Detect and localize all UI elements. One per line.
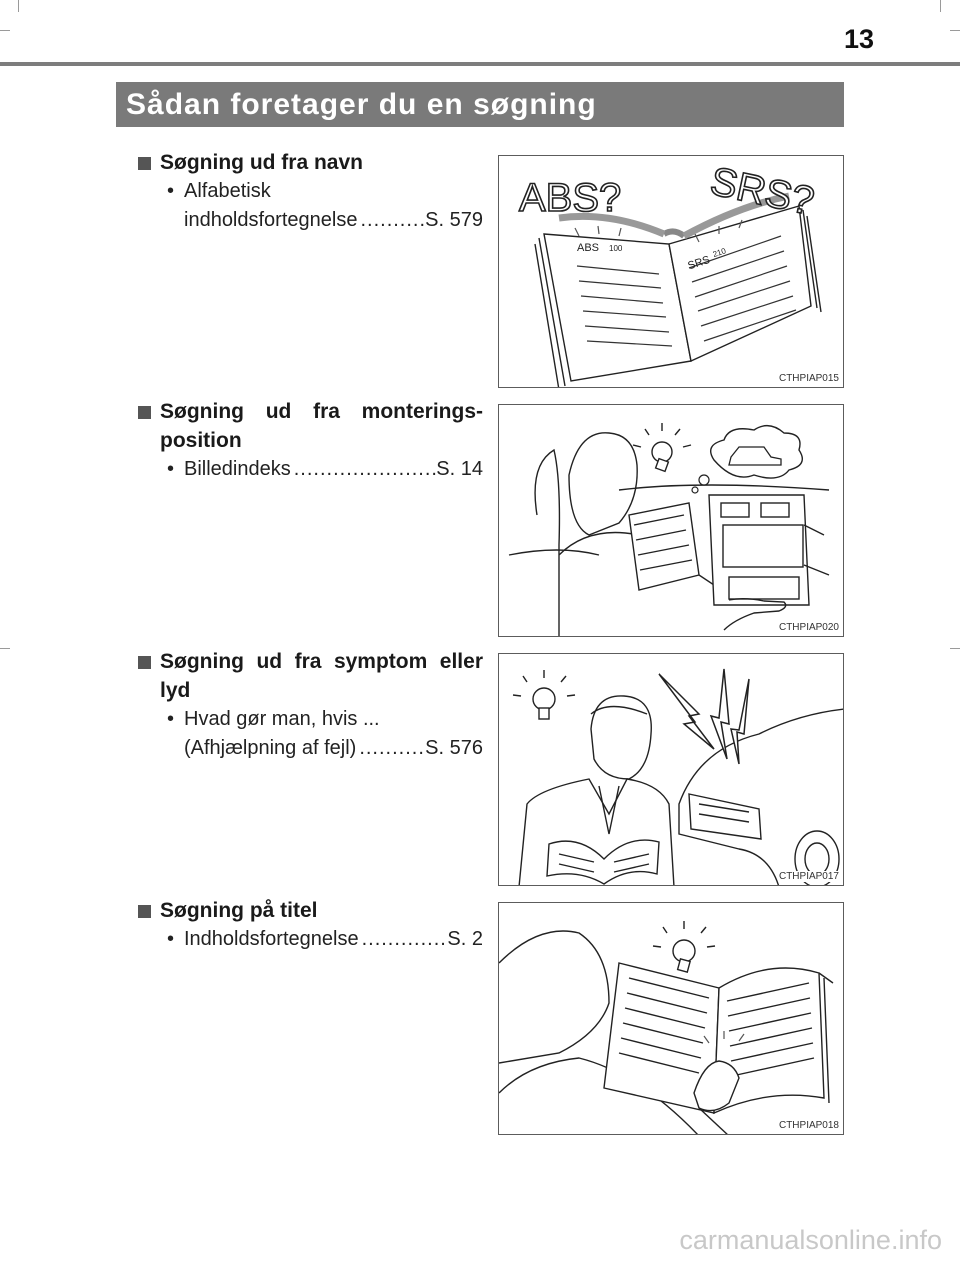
crop-mark [950, 30, 960, 31]
bullet-dot-icon: • [167, 458, 175, 480]
crop-mark [0, 30, 10, 31]
thought-bubble [691, 425, 803, 494]
bulb-icon [632, 423, 692, 473]
section-name-search: Søgning ud fra navn • Alfabetisk indhold… [138, 148, 483, 235]
car-icon [728, 446, 782, 466]
dot-leader [291, 455, 437, 484]
entry-text: Hvad gør man, hvis ... [184, 708, 380, 730]
section-heading: Søgning ud fra navn [138, 148, 483, 177]
entry-text: Indholdsfortegnelse [184, 928, 359, 950]
abs-label: ABS? [519, 176, 621, 220]
figure-code: CTHPIAP015 [778, 373, 839, 384]
bulb-icon [652, 921, 716, 973]
figure-code: CTHPIAP017 [778, 871, 839, 882]
index-entry: • Alfabetisk indholdsfortegnelse S. 579 [138, 177, 483, 235]
abs-page: 100 [609, 244, 623, 253]
entry-text: indholdsfortegnelse [184, 209, 358, 231]
figure-reading-manual: CTHPIAP018 [498, 902, 844, 1135]
page-number: 13 [843, 24, 874, 54]
entry-reference-line: Billedindeks S. 14 [184, 455, 483, 484]
crop-mark [940, 0, 941, 12]
square-bullet-icon [138, 157, 151, 170]
dot-leader [356, 734, 425, 763]
section-heading: Søgning på titel [138, 896, 483, 925]
highlight-rays [703, 1031, 745, 1044]
header-rule [0, 62, 960, 66]
symptom-illustration [512, 668, 843, 885]
crop-mark [0, 648, 10, 649]
entry-text: Billedindeks [184, 458, 291, 480]
index-entry: • Billedindeks S. 14 [138, 455, 483, 484]
section-symptom-search: Søgning ud fra symptom eller lyd • Hvad … [138, 647, 483, 763]
square-bullet-icon [138, 656, 151, 669]
section-title: Søgning på titel [160, 899, 318, 922]
figure-code: CTHPIAP020 [778, 622, 839, 633]
page-reference[interactable]: S. 579 [425, 209, 483, 231]
page-reference[interactable]: S. 14 [436, 458, 483, 480]
bullet-dot-icon: • [167, 180, 175, 202]
section-position-search: Søgning ud fra monterings- position • Bi… [138, 397, 483, 484]
section-heading: Søgning ud fra monterings- position [138, 397, 483, 455]
abs-entry: ABS [577, 242, 599, 254]
page-reference[interactable]: S. 2 [447, 928, 483, 950]
entry-reference-line: (Afhjælpning af fejl) S. 576 [184, 734, 483, 763]
dashboard-illustration [508, 423, 830, 636]
section-title: Søgning ud fra navn [160, 151, 363, 174]
section-title-search: Søgning på titel • Indholdsfortegnelse S… [138, 896, 483, 954]
lightning-icon [658, 668, 750, 765]
section-heading: Søgning ud fra symptom eller lyd [138, 647, 483, 705]
crop-mark [950, 648, 960, 649]
figure-open-manual: ABS? SRS? ABS 100 SRS 210 CTHPIAP015 [498, 155, 844, 388]
srs-page: 210 [712, 246, 728, 259]
entry-text: (Afhjælpning af fejl) [184, 737, 357, 759]
book-illustration: ABS? SRS? ABS 100 SRS 210 [518, 158, 822, 387]
crop-mark [18, 0, 19, 12]
square-bullet-icon [138, 406, 151, 419]
page-reference[interactable]: S. 576 [425, 737, 483, 759]
figure-code: CTHPIAP018 [778, 1120, 839, 1131]
dot-leader [359, 925, 448, 954]
figure-symptom: CTHPIAP017 [498, 653, 844, 886]
reading-illustration [499, 921, 834, 1134]
figure-driver-dashboard: CTHPIAP020 [498, 404, 844, 637]
dot-leader [357, 206, 425, 235]
section-title-continued: lyd [160, 679, 191, 702]
entry-text: Alfabetisk [184, 180, 271, 202]
highlight-rays [574, 219, 743, 243]
section-title: Søgning ud fra monterings- [160, 400, 483, 423]
entry-reference-line: indholdsfortegnelse S. 579 [184, 206, 483, 235]
index-entry: • Indholdsfortegnelse S. 2 [138, 925, 483, 954]
square-bullet-icon [138, 905, 151, 918]
bullet-dot-icon: • [167, 928, 175, 950]
bulb-icon [512, 670, 576, 720]
section-title: Søgning ud fra symptom eller [160, 650, 483, 673]
watermark: carmanualsonline.info [679, 1225, 942, 1255]
entry-reference-line: Indholdsfortegnelse S. 2 [184, 925, 483, 954]
section-title-continued: position [160, 429, 242, 452]
index-entry: • Hvad gør man, hvis ... (Afhjælpning af… [138, 705, 483, 763]
page-title: Sådan foretager du en søgning [116, 82, 844, 127]
bullet-dot-icon: • [167, 708, 175, 730]
